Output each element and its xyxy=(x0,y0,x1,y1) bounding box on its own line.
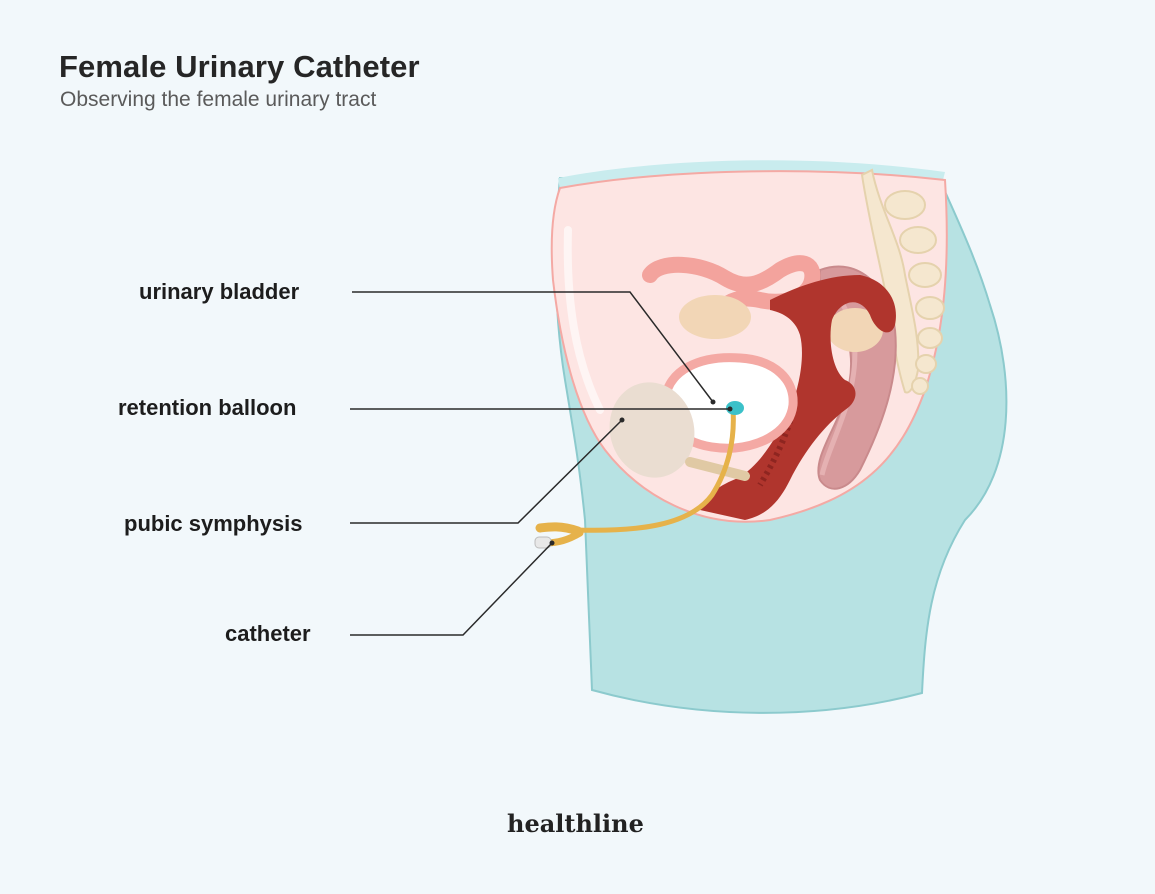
label-pubic-symphysis: pubic symphysis xyxy=(124,511,303,536)
healthline-logo: healthline xyxy=(507,809,644,838)
ovary-left xyxy=(679,295,751,339)
label-retention-balloon: retention balloon xyxy=(118,395,297,420)
uterus xyxy=(700,275,896,520)
fallopian-tube xyxy=(642,255,821,318)
cavity-inner-highlight xyxy=(563,226,604,414)
leader-urinary-bladder xyxy=(352,291,714,403)
sacrum-bone xyxy=(860,168,945,395)
pubic-symphysis-bone xyxy=(609,382,695,478)
label-urinary-bladder: urinary bladder xyxy=(139,279,300,304)
catheter-port-upper xyxy=(535,522,583,536)
retention-balloon-shape xyxy=(726,401,744,415)
leader-lines xyxy=(350,291,730,636)
pelvic-ligament xyxy=(685,457,750,481)
label-catheter: catheter xyxy=(225,621,311,646)
diagram-title: Female Urinary Catheter xyxy=(59,49,420,84)
catheter-tube xyxy=(572,407,736,533)
ovary-right xyxy=(827,308,883,352)
diagram-subtitle: Observing the female urinary tract xyxy=(60,88,377,111)
leader-pubic-symphysis xyxy=(350,419,623,524)
leader-catheter xyxy=(350,542,553,636)
pelvis-top-rim xyxy=(558,160,945,190)
